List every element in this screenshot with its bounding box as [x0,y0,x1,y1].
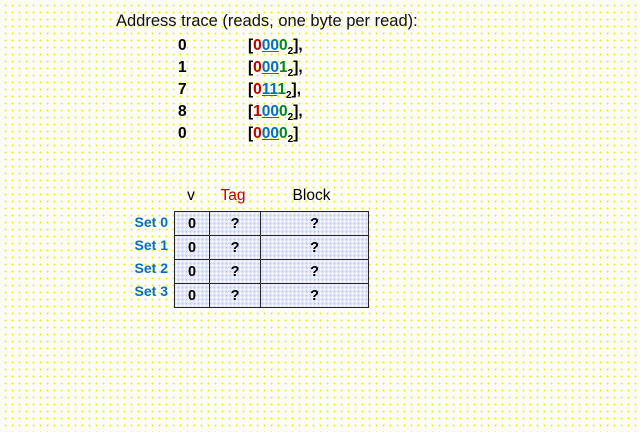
cell-block[interactable]: ? [260,211,369,236]
address-binary: [00002] [248,125,299,146]
page-title: Address trace (reads, one byte per read)… [116,12,418,30]
bracket-close: ] [293,59,299,76]
set-index-bits: 00 [261,59,280,76]
block-offset-bits: 0 [279,103,288,120]
address-decimal: 7 [178,81,187,98]
table-row[interactable]: 0 ? ? [174,259,369,284]
block-offset-bits: 1 [279,59,288,76]
address-binary: [10002], [248,103,303,124]
set-label-1: Set 1 [134,237,168,253]
cell-tag[interactable]: ? [209,283,261,308]
cell-valid[interactable]: 0 [174,259,210,284]
bracket-close: ] [293,103,299,120]
column-header-block: Block [292,187,331,204]
cache-table-header-row: v Tag Block [116,185,365,211]
radix-subscript: 2 [285,90,292,102]
set-index-bits: 00 [261,103,280,120]
address-decimal: 8 [178,103,187,120]
row-separator: , [296,81,301,98]
address-binary: [01112], [248,81,301,102]
bracket-close: ] [293,125,299,142]
tag-bits: 1 [253,103,262,120]
set-label-3: Set 3 [134,283,168,299]
radix-subscript: 2 [287,112,294,124]
tag-bits: 0 [253,59,262,76]
address-trace-row: 0[00002], [178,35,303,57]
block-offset-bits: 0 [279,37,288,54]
set-label-2: Set 2 [134,260,168,276]
cache-table: 0 ? ? 0 ? ? 0 ? ? 0 ? ? [174,211,369,308]
set-index-bits: 00 [261,37,280,54]
bracket-open: [ [248,59,254,76]
address-binary: [00012], [248,59,303,80]
tag-bits: 0 [253,81,262,98]
address-decimal: 0 [178,37,187,54]
cell-valid[interactable]: 0 [174,283,210,308]
bracket-open: [ [248,125,254,142]
radix-subscript: 2 [287,68,294,80]
bracket-close: ] [293,37,299,54]
table-row[interactable]: 0 ? ? [174,211,369,236]
address-trace-list: 0[00002], 1[00012], 7[01112], 8[10002], … [178,35,303,145]
cell-tag[interactable]: ? [209,211,261,236]
address-trace-row: 8[10002], [178,101,303,123]
row-separator: , [298,103,303,120]
bracket-open: [ [248,103,254,120]
address-binary: [00002], [248,37,303,58]
address-trace-row: 0[00002] [178,123,303,145]
block-offset-bits: 0 [279,125,288,142]
row-separator: , [298,37,303,54]
bracket-open: [ [248,81,254,98]
column-header-valid: v [187,187,195,204]
tag-bits: 0 [253,37,262,54]
cell-block[interactable]: ? [260,259,369,284]
address-decimal: 0 [178,125,187,142]
radix-subscript: 2 [287,134,294,146]
table-row[interactable]: 0 ? ? [174,235,369,260]
cell-block[interactable]: ? [260,235,369,260]
table-row[interactable]: 0 ? ? [174,283,369,308]
set-label-0: Set 0 [134,214,168,230]
set-index-bits: 11 [261,81,278,98]
block-offset-bits: 1 [277,81,286,98]
radix-subscript: 2 [287,46,294,58]
address-decimal: 1 [178,59,187,76]
bracket-open: [ [248,37,254,54]
cell-valid[interactable]: 0 [174,235,210,260]
cell-tag[interactable]: ? [209,235,261,260]
row-separator: , [298,59,303,76]
set-index-bits: 00 [261,125,280,142]
cell-tag[interactable]: ? [209,259,261,284]
cache-table-region: v Tag Block Set 0 Set 1 Set 2 Set 3 0 ? … [116,185,369,308]
cell-valid[interactable]: 0 [174,211,210,236]
column-header-tag: Tag [220,187,246,204]
bracket-close: ] [291,81,297,98]
cell-block[interactable]: ? [260,283,369,308]
address-trace-row: 1[00012], [178,57,303,79]
tag-bits: 0 [253,125,262,142]
address-trace-row: 7[01112], [178,79,303,101]
